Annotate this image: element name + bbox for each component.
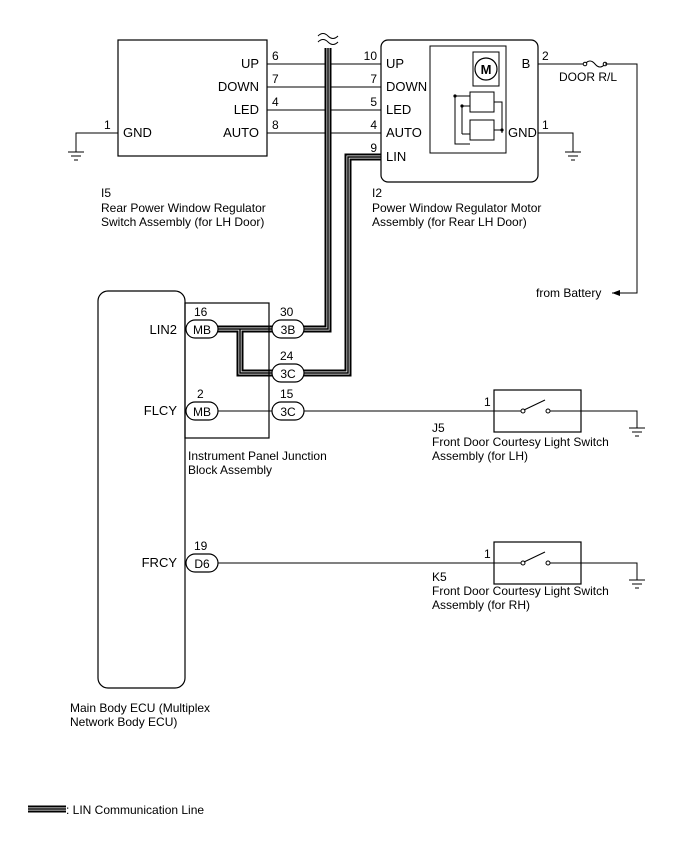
ecu-frcy-label: FRCY bbox=[142, 555, 178, 570]
i5-gnd-label: GND bbox=[123, 125, 152, 140]
i2-pin-down: 7 bbox=[370, 72, 377, 86]
connector-3c-lin bbox=[271, 363, 305, 383]
relay-2 bbox=[469, 119, 495, 141]
connector-d6-frcy bbox=[185, 553, 219, 573]
junction-block: Instrument Panel Junction Block Assembly bbox=[184, 302, 327, 477]
connector-code: 3C bbox=[280, 367, 296, 381]
legend: : LIN Communication Line bbox=[28, 803, 204, 817]
i5-ground bbox=[68, 132, 118, 161]
k5-pin: 1 bbox=[484, 547, 491, 561]
switch-contact-icon bbox=[523, 551, 546, 563]
i2-pin-auto: 4 bbox=[370, 118, 377, 132]
j5-name-line2: Assembly (for LH) bbox=[432, 449, 528, 463]
junction-name-line1: Instrument Panel Junction bbox=[188, 449, 327, 463]
switch-contact-icon bbox=[523, 399, 546, 411]
i2-pin-up: 10 bbox=[364, 49, 378, 63]
signal-wires bbox=[267, 63, 381, 134]
junction-name-line2: Block Assembly bbox=[188, 463, 272, 477]
lin-line-to-3b bbox=[304, 48, 329, 330]
i5-pin-up: 6 bbox=[272, 49, 279, 63]
main-body-ecu: LIN2 FLCY FRCY Main Body ECU (Multiplex … bbox=[70, 290, 210, 729]
i2-pin-lin: 9 bbox=[370, 141, 377, 155]
i2-b-label: B bbox=[522, 56, 531, 71]
lin-line-i2-to-3c bbox=[304, 156, 381, 374]
connector-pin-number: 16 bbox=[194, 305, 208, 319]
i2-ground bbox=[538, 132, 581, 161]
i2-up-label: UP bbox=[386, 56, 404, 71]
connectors: MB 16 MB 2 D6 19 3B 30 3C 24 3C 15 bbox=[185, 305, 305, 573]
motor-icon bbox=[474, 57, 498, 81]
k5-code: K5 bbox=[432, 570, 447, 584]
j5-pin: 1 bbox=[484, 395, 491, 409]
connector-code: D6 bbox=[194, 557, 210, 571]
i2-name-line1: Power Window Regulator Motor bbox=[372, 201, 541, 215]
connector-3b bbox=[271, 319, 305, 339]
i2-motor-assembly: UP DOWN LED AUTO LIN B GND 10 7 5 4 9 2 … bbox=[364, 39, 549, 229]
ecu-name-line1: Main Body ECU (Multiplex bbox=[70, 701, 210, 715]
connector-mb-flcy bbox=[185, 401, 219, 421]
connector-code: 3C bbox=[280, 405, 296, 419]
connector-mb-lin2 bbox=[185, 319, 219, 339]
battery-label: from Battery bbox=[536, 286, 601, 300]
i5-code: I5 bbox=[101, 186, 111, 200]
ecu-name-line2: Network Body ECU) bbox=[70, 715, 177, 729]
k5-name-line2: Assembly (for RH) bbox=[432, 598, 530, 612]
connector-pin-number: 24 bbox=[280, 349, 294, 363]
i5-body bbox=[117, 39, 268, 157]
k5-name-line1: Front Door Courtesy Light Switch bbox=[432, 584, 609, 598]
motor-symbol: M bbox=[481, 62, 492, 77]
i5-switch-assembly: UP DOWN LED AUTO GND 6 7 4 8 1 I5 Rear P… bbox=[101, 39, 279, 229]
i5-pin-auto: 8 bbox=[272, 118, 279, 132]
i5-pin-down: 7 bbox=[272, 72, 279, 86]
i5-pin-gnd: 1 bbox=[104, 118, 111, 132]
i5-auto-label: AUTO bbox=[223, 125, 259, 140]
connector-pin-number: 30 bbox=[280, 305, 294, 319]
i5-led-label: LED bbox=[234, 102, 259, 117]
connector-code: MB bbox=[193, 323, 211, 337]
i2-down-label: DOWN bbox=[386, 79, 427, 94]
legend-label: : LIN Communication Line bbox=[66, 803, 204, 817]
i2-lin-label: LIN bbox=[386, 149, 406, 164]
i5-name-line2: Switch Assembly (for LH Door) bbox=[101, 215, 264, 229]
ecu-body bbox=[97, 290, 186, 689]
connector-code: MB bbox=[193, 405, 211, 419]
connector-pin-number: 19 bbox=[194, 539, 208, 553]
i2-pin-b: 2 bbox=[542, 49, 549, 63]
i5-up-label: UP bbox=[241, 56, 259, 71]
connector-pin-number: 2 bbox=[197, 387, 204, 401]
connector-pin-number: 15 bbox=[280, 387, 294, 401]
arrow-icon bbox=[612, 290, 620, 296]
j5-code: J5 bbox=[432, 421, 445, 435]
relay-1 bbox=[469, 91, 495, 113]
i5-gnd-wire bbox=[75, 132, 118, 152]
j5-courtesy-switch: 1 J5 Front Door Courtesy Light Switch As… bbox=[432, 389, 645, 463]
lin-line-junction-internal bbox=[218, 328, 272, 374]
fuse-icon bbox=[584, 60, 606, 68]
i2-pin-gnd: 1 bbox=[542, 118, 549, 132]
i2-pin-led: 5 bbox=[370, 95, 377, 109]
power-feed: DOOR R/L from Battery bbox=[536, 60, 638, 300]
i2-auto-label: AUTO bbox=[386, 125, 422, 140]
i5-down-label: DOWN bbox=[218, 79, 259, 94]
wire-break-symbol bbox=[317, 33, 339, 45]
connector-code: 3B bbox=[281, 323, 296, 337]
j5-name-line1: Front Door Courtesy Light Switch bbox=[432, 435, 609, 449]
junction-body bbox=[184, 302, 270, 439]
ecu-lin2-label: LIN2 bbox=[150, 322, 177, 337]
lin-lines bbox=[218, 48, 381, 377]
i2-name-line2: Assembly (for Rear LH Door) bbox=[372, 215, 527, 229]
i5-name-line1: Rear Power Window Regulator bbox=[101, 201, 266, 215]
ecu-flcy-label: FLCY bbox=[144, 403, 178, 418]
k5-courtesy-switch: 1 K5 Front Door Courtesy Light Switch As… bbox=[432, 541, 645, 612]
i2-code: I2 bbox=[372, 186, 382, 200]
i2-gnd-label: GND bbox=[508, 125, 537, 140]
fuse-label: DOOR R/L bbox=[559, 70, 617, 84]
connector-3c-flcy bbox=[271, 401, 305, 421]
i5-pin-led: 4 bbox=[272, 95, 279, 109]
i2-led-label: LED bbox=[386, 102, 411, 117]
